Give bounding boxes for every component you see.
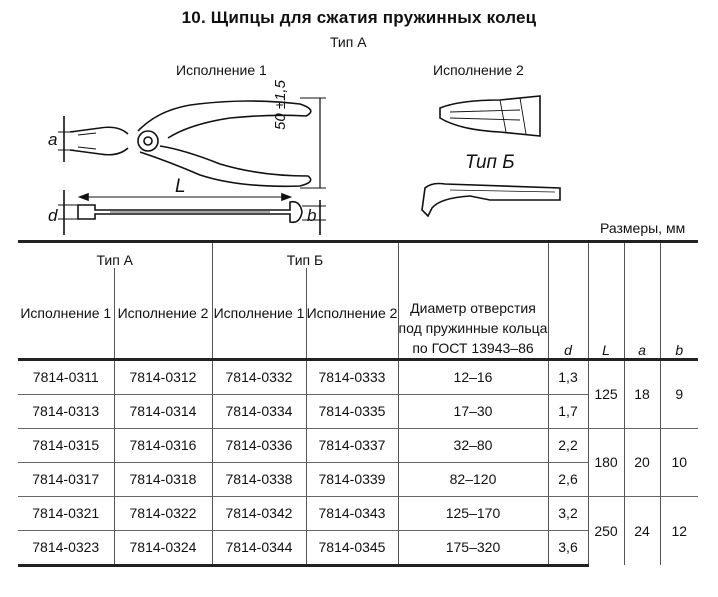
sizes-note: Размеры, мм bbox=[600, 220, 686, 236]
cell-d: 3,6 bbox=[547, 529, 588, 567]
group-type-b: Тип Б bbox=[211, 241, 398, 268]
pliers-top-view bbox=[69, 100, 312, 188]
cell-a2: 7814-0316 bbox=[113, 427, 212, 462]
cell-b2: 7814-0335 bbox=[305, 393, 398, 428]
cell-diameter: 125–170 bbox=[397, 495, 548, 530]
col-a-isp2: Исполнение 2 bbox=[113, 267, 212, 359]
cell-a: 18 bbox=[623, 357, 660, 428]
table-row: 7814-0323 7814-0324 7814-0344 7814-0345 … bbox=[18, 529, 698, 567]
cell-d: 1,3 bbox=[547, 357, 588, 394]
table-row: 7814-0313 7814-0314 7814-0334 7814-0335 … bbox=[18, 393, 698, 428]
cell-a2: 7814-0324 bbox=[113, 529, 212, 567]
cell-b1: 7814-0338 bbox=[211, 461, 306, 496]
variant-2-jaw bbox=[439, 95, 541, 137]
cell-d: 3,2 bbox=[547, 495, 588, 530]
cell-L: 180 bbox=[587, 427, 624, 496]
table-row: 7814-0311 7814-0312 7814-0332 7814-0333 … bbox=[18, 357, 698, 428]
cell-a: 20 bbox=[623, 427, 660, 496]
cell-a2: 7814-0322 bbox=[113, 495, 212, 530]
dim-b-label: b bbox=[307, 206, 317, 225]
page-title: 10. Щипцы для сжатия пружинных колец bbox=[181, 8, 537, 27]
cell-b2: 7814-0345 bbox=[305, 529, 398, 567]
cell-b1: 7814-0334 bbox=[211, 393, 306, 428]
dim-a-label: a bbox=[48, 130, 58, 149]
cell-a2: 7814-0312 bbox=[113, 357, 212, 394]
cell-b1: 7814-0332 bbox=[211, 357, 306, 394]
cell-a2: 7814-0318 bbox=[113, 461, 212, 496]
cell-a2: 7814-0314 bbox=[113, 393, 212, 428]
variant-1-label: Исполнение 1 bbox=[176, 62, 267, 78]
spec-table: Тип А Тип Б Диаметр отверстия под пружин… bbox=[18, 240, 698, 567]
col-a: a bbox=[623, 241, 660, 359]
cell-b: 10 bbox=[659, 427, 698, 496]
cell-diameter: 82–120 bbox=[397, 461, 548, 496]
cell-a1: 7814-0323 bbox=[18, 529, 114, 567]
dim-d-label: d bbox=[48, 206, 58, 225]
col-d: d bbox=[547, 241, 588, 359]
cell-a1: 7814-0311 bbox=[18, 357, 114, 394]
col-b-isp1: Исполнение 1 bbox=[211, 267, 306, 359]
col-a-isp1: Исполнение 1 bbox=[20, 304, 112, 321]
cell-diameter: 12–16 bbox=[397, 357, 548, 394]
cell-diameter: 17–30 bbox=[397, 393, 548, 428]
cell-b1: 7814-0344 bbox=[211, 529, 306, 567]
cell-b2: 7814-0339 bbox=[305, 461, 398, 496]
type-a-label: Тип А bbox=[330, 34, 367, 50]
col-b-isp2: Исполнение 2 bbox=[305, 267, 398, 359]
cell-diameter: 175–320 bbox=[397, 529, 548, 567]
table-row: 7814-0321 7814-0322 7814-0342 7814-0343 … bbox=[18, 495, 698, 565]
pliers-drawing bbox=[58, 95, 561, 235]
cell-a1: 7814-0321 bbox=[18, 495, 114, 530]
cell-a1: 7814-0313 bbox=[18, 393, 114, 428]
cell-L: 250 bbox=[587, 495, 624, 565]
variant-2-label: Исполнение 2 bbox=[433, 62, 524, 78]
cell-b: 9 bbox=[659, 357, 698, 428]
col-b: b bbox=[659, 241, 698, 359]
type-b-label: Тип Б bbox=[465, 152, 515, 173]
cell-b2: 7814-0343 bbox=[305, 495, 398, 530]
cell-d: 2,2 bbox=[547, 427, 588, 462]
cell-b2: 7814-0337 bbox=[305, 427, 398, 462]
cell-b1: 7814-0342 bbox=[211, 495, 306, 530]
table-row: 7814-0315 7814-0316 7814-0336 7814-0337 … bbox=[18, 427, 698, 496]
pliers-side-view bbox=[77, 200, 303, 224]
dim-50-label: 50 ±1,5 bbox=[272, 80, 289, 130]
cell-d: 2,6 bbox=[547, 461, 588, 496]
dim-L-label: L bbox=[175, 176, 186, 197]
col-diameter: Диаметр отверстия под пружинные кольца п… bbox=[397, 241, 548, 359]
cell-a1: 7814-0315 bbox=[18, 427, 114, 462]
cell-a: 24 bbox=[623, 495, 660, 565]
col-L: L bbox=[587, 241, 624, 359]
type-b-jaw bbox=[421, 182, 561, 218]
cell-diameter: 32–80 bbox=[397, 427, 548, 462]
table-row: 7814-0317 7814-0318 7814-0338 7814-0339 … bbox=[18, 461, 698, 496]
cell-L: 125 bbox=[587, 357, 624, 428]
cell-b1: 7814-0336 bbox=[211, 427, 306, 462]
group-type-a: Тип А bbox=[96, 251, 134, 268]
cell-b: 12 bbox=[659, 495, 698, 565]
cell-b2: 7814-0333 bbox=[305, 357, 398, 394]
cell-a1: 7814-0317 bbox=[18, 461, 114, 496]
cell-d: 1,7 bbox=[547, 393, 588, 428]
